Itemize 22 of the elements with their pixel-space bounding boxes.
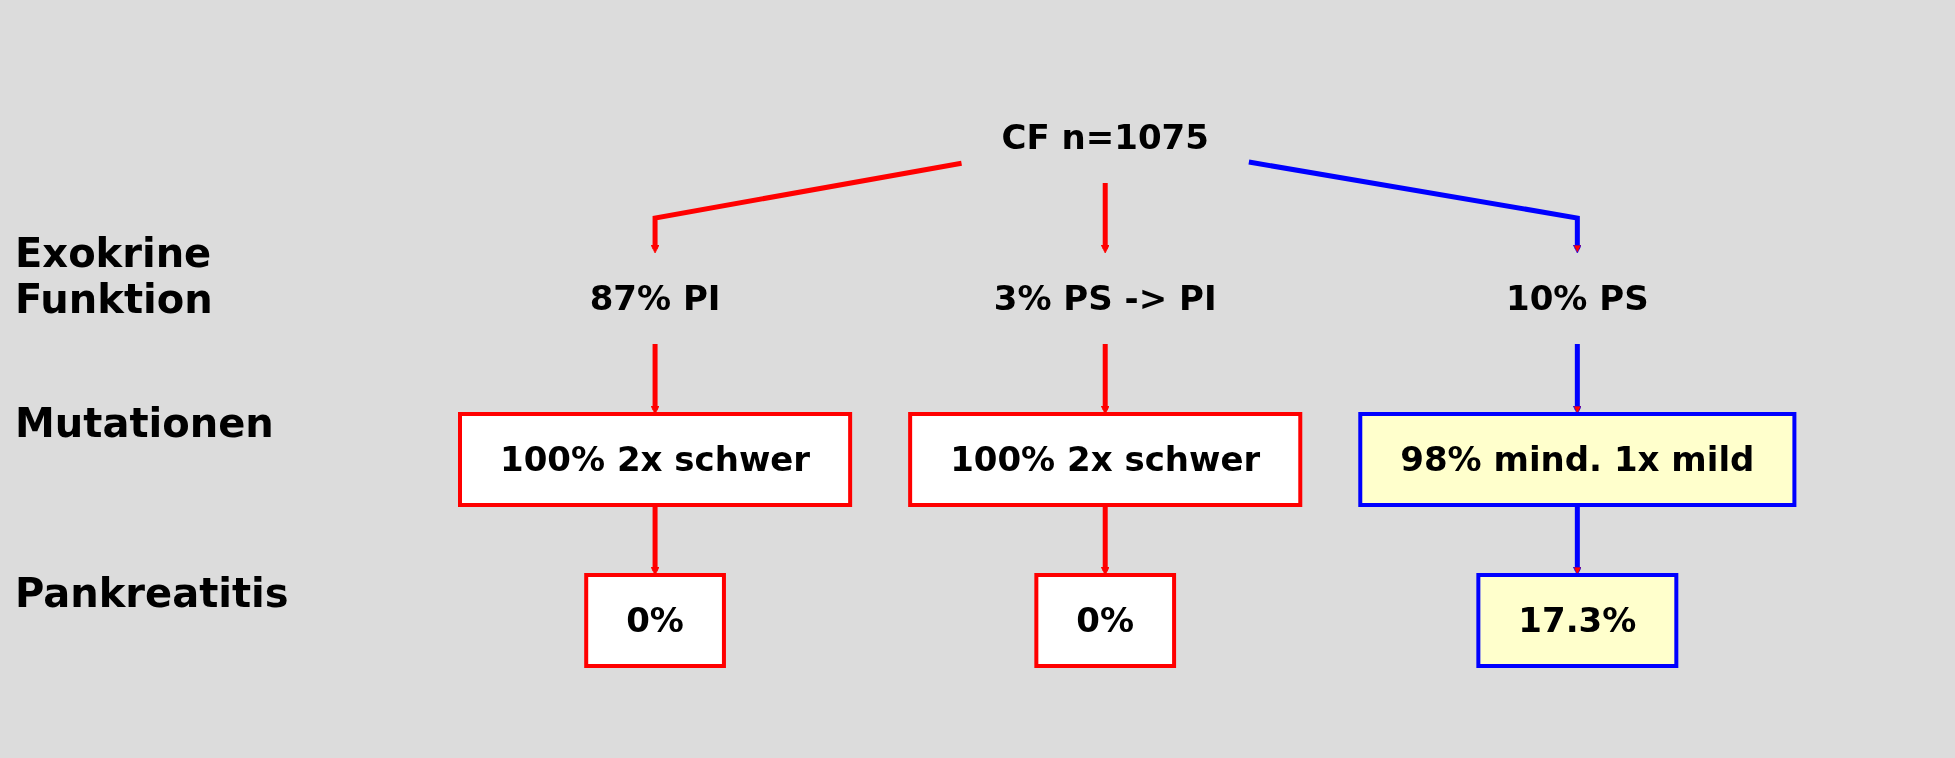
node-box: 100% 2x schwer bbox=[908, 412, 1303, 507]
arrow bbox=[1248, 159, 1583, 254]
arrow bbox=[650, 160, 963, 254]
row-label: Pankreatitis bbox=[15, 570, 289, 616]
node-box: 98% mind. 1x mild bbox=[1358, 412, 1797, 507]
arrow bbox=[1101, 505, 1110, 576]
row-label: Exokrine Funktion bbox=[15, 230, 214, 322]
node-text: 3% PS -> PI bbox=[994, 278, 1217, 318]
arrow bbox=[1101, 344, 1110, 415]
arrow bbox=[1573, 344, 1583, 415]
node-box: 0% bbox=[584, 573, 727, 668]
node-box: 17.3% bbox=[1476, 573, 1679, 668]
node-box: 100% 2x schwer bbox=[458, 412, 853, 507]
node-text: 10% PS bbox=[1506, 278, 1649, 318]
arrow bbox=[1573, 505, 1583, 576]
arrow bbox=[1101, 183, 1110, 254]
node-box: 0% bbox=[1034, 573, 1177, 668]
row-label: Mutationen bbox=[15, 400, 274, 446]
arrow bbox=[650, 344, 660, 415]
node-text: CF n=1075 bbox=[1001, 117, 1210, 157]
arrow bbox=[650, 505, 660, 576]
node-text: 87% PI bbox=[589, 278, 721, 318]
